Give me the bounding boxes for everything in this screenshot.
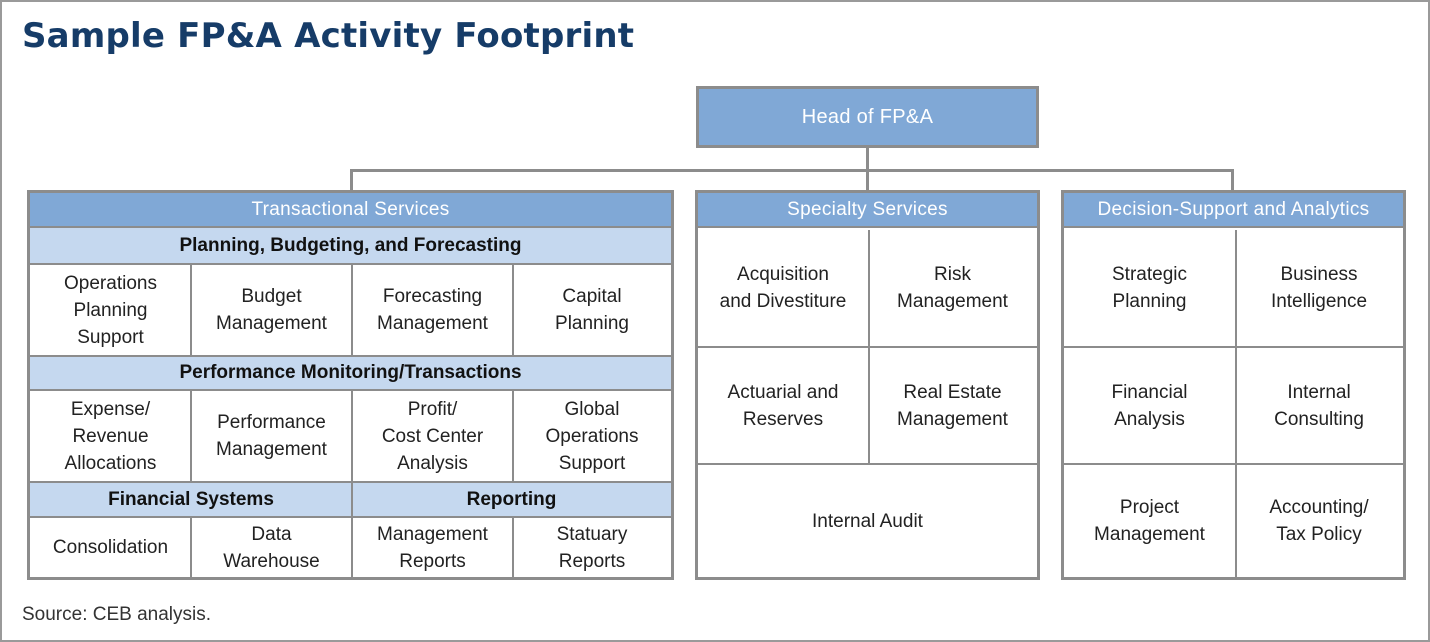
cell-operations-planning-support: Operations Planning Support — [64, 272, 157, 348]
cell-performance-management: Performance Management — [216, 412, 327, 460]
divider — [30, 481, 671, 483]
cell-accounting-tax-policy: Accounting/ Tax Policy — [1269, 497, 1369, 545]
divider — [351, 483, 353, 577]
divider — [512, 265, 514, 356]
cell-expense-revenue-allocations: Expense/ Revenue Allocations — [64, 398, 157, 474]
cell-real-estate-management: Real Estate Management — [897, 382, 1008, 430]
divider — [190, 518, 192, 577]
divider — [190, 265, 192, 356]
cell-forecasting-management: Forecasting Management — [377, 286, 488, 334]
performance-monitoring-header: Performance Monitoring/Transactions — [30, 357, 671, 391]
cell-statuary-reports: Statuary Reports — [556, 523, 628, 572]
decision-support-panel: Decision-Support and Analytics Strategic… — [1061, 190, 1406, 580]
divider — [698, 346, 1037, 348]
transactional-services-panel: Transactional Services Planning, Budgeti… — [27, 190, 674, 580]
connector-head-down — [866, 148, 869, 171]
planning-budgeting-forecasting-header: Planning, Budgeting, and Forecasting — [30, 228, 671, 265]
cell-internal-consulting: Internal Consulting — [1274, 382, 1364, 430]
divider — [1064, 346, 1403, 348]
cell-project-management: Project Management — [1094, 497, 1205, 545]
specialty-services-header: Specialty Services — [698, 193, 1037, 228]
cell-strategic-planning: Strategic Planning — [1112, 264, 1187, 312]
cell-global-operations-support: Global Operations Support — [545, 398, 639, 474]
divider — [868, 230, 870, 464]
divider — [351, 391, 353, 482]
divider — [351, 265, 353, 356]
page-title: Sample FP&A Activity Footprint — [22, 16, 635, 56]
connector-right-down — [1231, 169, 1234, 191]
cell-acquisition-divestiture: Acquisition and Divestiture — [719, 264, 847, 312]
cell-internal-audit: Internal Audit — [812, 510, 923, 532]
connector-left-down — [350, 169, 353, 191]
reporting-header: Reporting — [352, 483, 671, 518]
cell-risk-management: Risk Management — [897, 264, 1008, 312]
divider — [698, 463, 1037, 465]
divider — [190, 391, 192, 482]
divider — [512, 391, 514, 482]
divider — [512, 518, 514, 577]
cell-business-intelligence: Business Intelligence — [1270, 264, 1368, 312]
cell-actuarial-reserves: Actuarial and Reserves — [727, 382, 839, 430]
cell-consolidation: Consolidation — [52, 537, 169, 558]
cell-management-reports: Management Reports — [377, 523, 488, 572]
specialty-services-panel: Specialty Services Acquisition and Dives… — [695, 190, 1040, 580]
financial-systems-header: Financial Systems — [30, 483, 352, 518]
cell-data-warehouse: Data Warehouse — [223, 523, 320, 572]
connector-mid-down — [866, 169, 869, 191]
source-note: Source: CEB analysis. — [22, 604, 212, 625]
divider — [30, 355, 671, 357]
connector-horizontal — [350, 169, 1234, 172]
divider — [1064, 463, 1403, 465]
cell-capital-planning: Capital Planning — [555, 286, 629, 334]
cell-budget-management: Budget Management — [216, 286, 327, 334]
divider — [1235, 230, 1237, 577]
cell-financial-analysis: Financial Analysis — [1111, 382, 1188, 430]
transactional-services-header: Transactional Services — [30, 193, 671, 228]
decision-support-header: Decision-Support and Analytics — [1064, 193, 1403, 228]
head-of-fpa-box: Head of FP&A — [696, 86, 1039, 148]
cell-profit-cost-center-analysis: Profit/ Cost Center Analysis — [381, 398, 484, 474]
